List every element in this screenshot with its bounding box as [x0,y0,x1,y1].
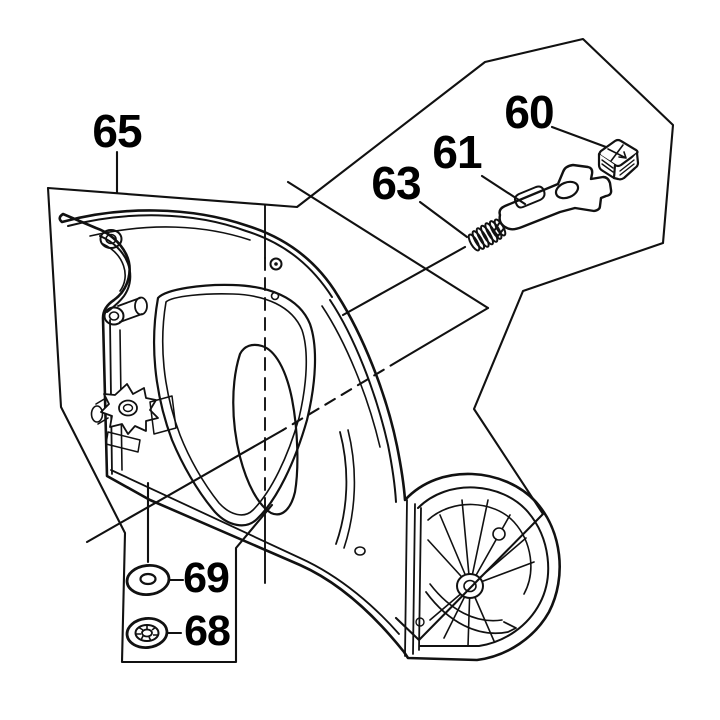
leader-61 [480,174,527,206]
square-nut-drawing [597,138,640,181]
pivot-boss-upper [99,229,123,249]
arbor-hub [456,573,484,599]
pointer-line-spring [341,245,467,317]
fan-ribs [427,499,535,647]
blade-opening-outer [152,283,317,527]
callout-60: 60 [504,86,553,138]
lock-washer-drawing [125,617,169,649]
pivot-boss-lower [103,306,125,326]
lot-boundary [46,37,675,664]
clamp-knob-drawing [90,383,177,453]
gear-housing-drawing [404,486,550,657]
nut-top-mark [607,144,627,162]
callout-68: 68 [184,607,230,655]
leader-60 [550,125,608,149]
pointer-line-upper [286,180,490,310]
leader-63 [418,200,469,239]
spring-drawing [467,218,507,252]
callout-69: 69 [183,554,229,602]
flat-washer-drawing [125,564,171,596]
callout-63: 63 [371,157,420,209]
leader-lines [115,125,608,635]
pointer-line-lower-hidden [281,358,402,432]
pointer-line-lower-solid [85,306,490,544]
callout-65: 65 [92,105,142,157]
blade-slot-inner [232,343,299,516]
lot-boundary-upper [46,37,675,642]
callout-61: 61 [432,126,482,178]
pivot-screw [269,257,283,271]
lever-plate-drawing [493,163,613,237]
lot-boundary-left [46,186,274,664]
